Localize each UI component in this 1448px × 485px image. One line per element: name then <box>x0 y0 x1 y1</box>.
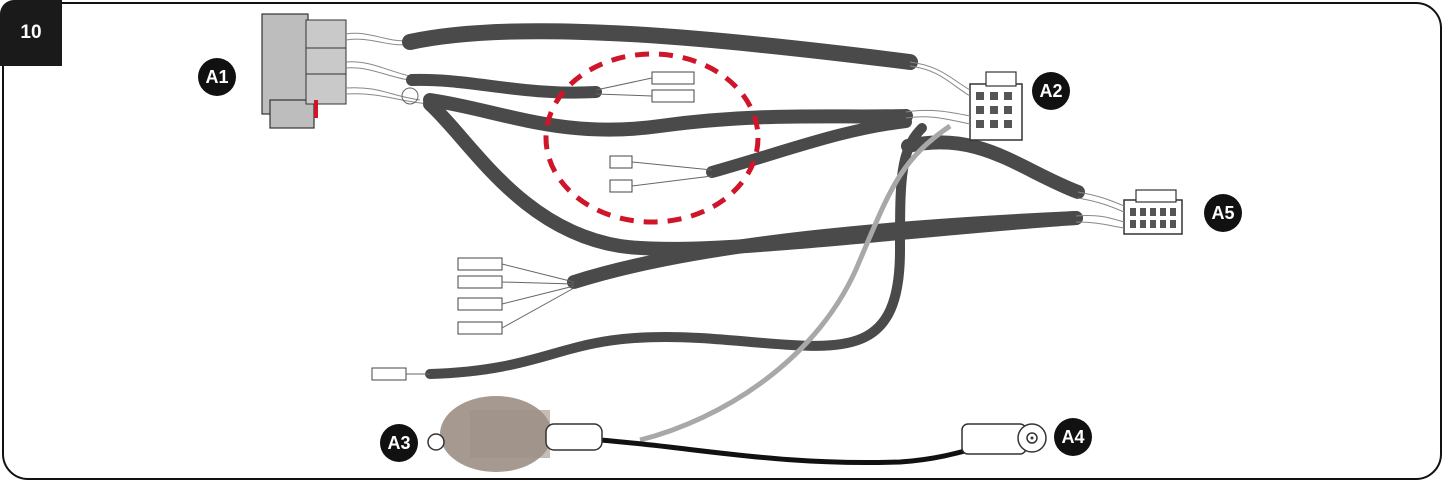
a3-connector-icon <box>427 396 603 472</box>
highlight-circle <box>543 51 761 225</box>
label-a5: A5 <box>1204 194 1242 232</box>
a5-connector-icon <box>1075 189 1183 235</box>
terminal-pins-highlight <box>595 71 713 193</box>
label-a3: A3 <box>380 424 418 462</box>
a1-connector-icon <box>261 13 347 129</box>
step-number-badge: 10 <box>0 0 62 66</box>
label-a4: A4 <box>1054 418 1092 456</box>
antenna-grey-cable <box>639 123 952 443</box>
a2-connector-icon <box>905 61 1023 141</box>
label-a2: A2 <box>1032 72 1070 110</box>
a4-connector-icon <box>961 423 1047 455</box>
label-a1: A1 <box>198 58 236 96</box>
terminal-pins-left <box>371 257 575 381</box>
cable-sheaths <box>402 23 1085 379</box>
